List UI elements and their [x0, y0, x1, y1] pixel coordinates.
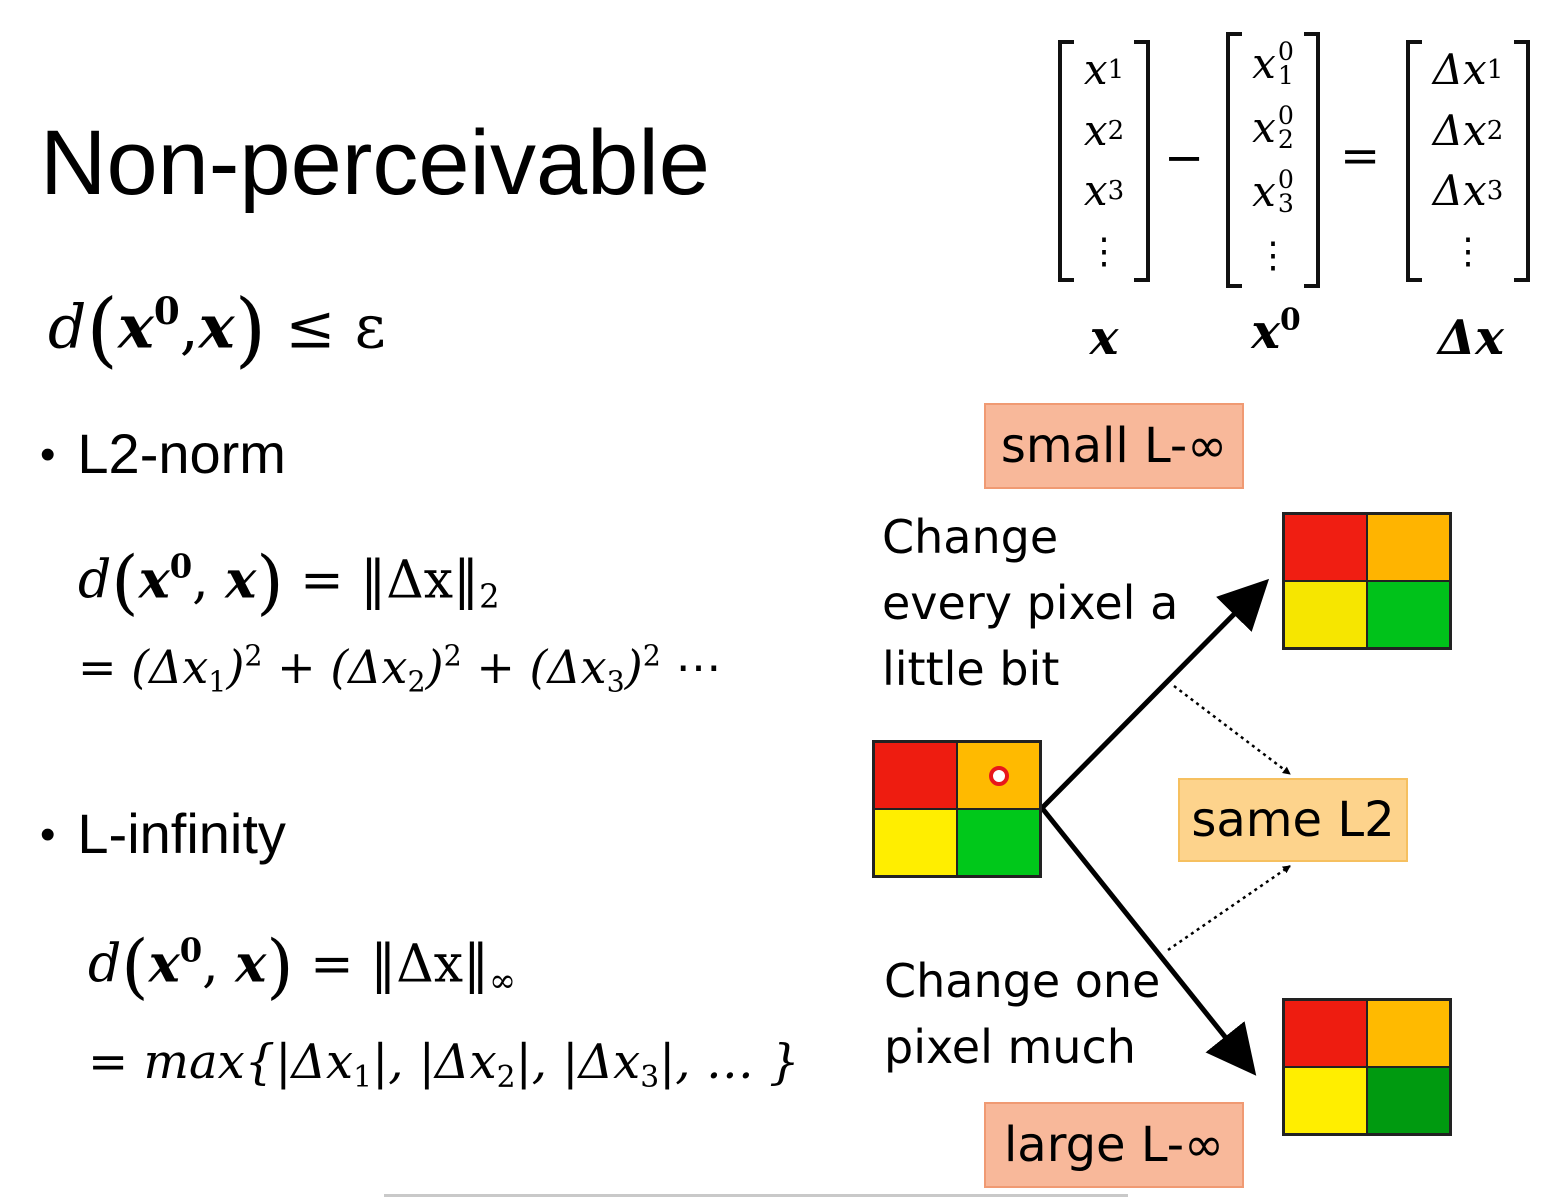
constraint-formula: d(x0,x) ≤ ε	[48, 283, 386, 377]
l2-formula-line2: = (Δx1)2 + (Δx2)2 + (Δx3)2 ⋯	[78, 639, 722, 699]
label-x: x	[1089, 310, 1119, 366]
original-image-grid	[872, 740, 1042, 878]
pixel-dark-green	[1367, 1067, 1450, 1134]
red-circle-marker	[988, 765, 1009, 786]
pixel-yellow	[1284, 581, 1367, 648]
pixel-orange	[1367, 514, 1450, 581]
arrow-to-small-linf-image	[1040, 578, 1270, 810]
dotted-arrow-bottom-to-same-l2	[1167, 864, 1291, 952]
pixel-orange	[1367, 1000, 1450, 1067]
large-linf-image-grid	[1282, 998, 1452, 1136]
slide-title: Non-perceivable	[40, 112, 710, 214]
l2-formula-line1: d(x0, x) = ‖Δx‖2	[78, 541, 500, 623]
small-linf-label: small L-∞	[984, 403, 1244, 489]
bottom-scroll-bar[interactable]	[384, 1194, 1128, 1197]
pixel-orange	[957, 742, 1040, 809]
dotted-arrow-top-to-same-l2	[1173, 685, 1291, 775]
pixel-yellow	[874, 809, 957, 876]
label-delta-x: Δx	[1438, 310, 1504, 366]
linf-formula-line2: = max{|Δx1|, |Δx2|, |Δx3|, … }	[88, 1034, 800, 1095]
pixel-red	[874, 742, 957, 809]
small-linf-image-grid	[1282, 512, 1452, 650]
pixel-yellow	[1284, 1067, 1367, 1134]
pixel-green	[1367, 581, 1450, 648]
pixel-red	[1284, 514, 1367, 581]
large-linf-label: large L-∞	[984, 1102, 1244, 1188]
label-x0: x0	[1251, 302, 1301, 360]
bullet-l2-norm: •L2-norm	[40, 422, 286, 485]
note-change-one-pixel: Change one pixel much	[884, 954, 1161, 1074]
equals-sign: =	[1340, 128, 1381, 184]
pixel-red	[1284, 1000, 1367, 1067]
minus-sign: −	[1164, 130, 1205, 186]
same-l2-label: same L2	[1178, 778, 1408, 862]
bullet-l-infinity: •L-infinity	[40, 802, 286, 865]
note-change-every-pixel: Change every pixel a little bit	[882, 510, 1179, 696]
arrow-to-large-linf-image	[1040, 806, 1257, 1076]
pixel-green	[957, 809, 1040, 876]
linf-formula-line1: d(x0, x) = ‖Δx‖∞	[88, 925, 516, 1007]
